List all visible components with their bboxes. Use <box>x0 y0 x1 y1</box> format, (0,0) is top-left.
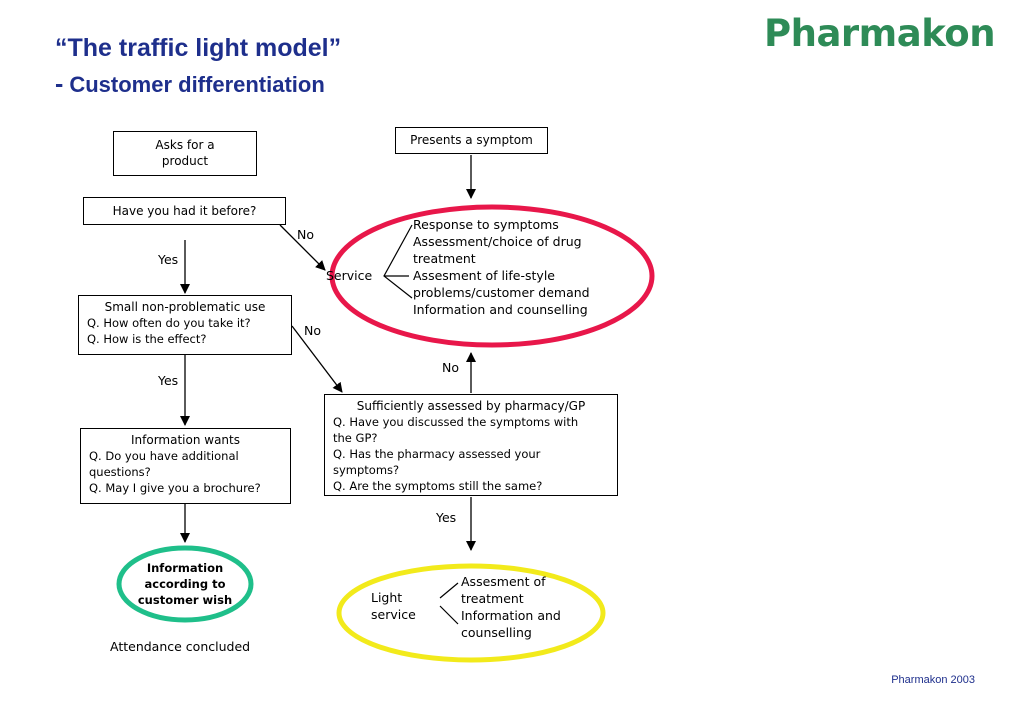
slide-title: “The traffic light model” <box>55 34 342 62</box>
no-label-1: No <box>297 227 314 242</box>
sufficient-heading: Sufficiently assessed by pharmacy/GP <box>356 399 586 413</box>
info-wants-question: Q. May I give you a brochure? <box>89 481 261 495</box>
yes-label-2: Yes <box>158 373 179 388</box>
subtitle-dash: - <box>55 70 64 98</box>
light-service-items: Assesment of treatment Information and c… <box>461 573 561 641</box>
yes-label-3: Yes <box>436 510 457 525</box>
service-item: problems/customer demand <box>413 285 590 300</box>
info-wants-question: questions? <box>89 465 151 479</box>
info-wants-question: Q. Do you have additional <box>89 449 239 463</box>
asks-for-product-box: Asks for a product <box>113 131 257 176</box>
light-service-label: Light service <box>371 589 416 623</box>
info-wants-heading: Information wants <box>130 433 240 447</box>
attendance-concluded-label: Attendance concluded <box>110 639 251 654</box>
service-item: Assesment of life-style <box>413 268 555 283</box>
asks-product-line2: product <box>161 154 209 168</box>
small-use-question: Q. How often do you take it? <box>87 316 251 330</box>
service-label: Service <box>326 268 373 283</box>
info-wants-box: Information wants Q. Do you have additio… <box>80 428 291 504</box>
no-label-2: No <box>304 323 321 338</box>
sufficient-question: Q. Are the symptoms still the same? <box>333 479 543 493</box>
green-outcome-text: Information according to customer wish <box>120 560 250 608</box>
subtitle-text: Customer differentiation <box>69 72 325 97</box>
no-label-3: No <box>442 360 459 375</box>
light-service-item: Information and <box>461 608 561 623</box>
presents-symptom-box: Presents a symptom <box>395 127 548 154</box>
sufficient-question: Q. Has the pharmacy assessed your <box>333 447 541 461</box>
had-it-before-box: Have you had it before? <box>83 197 286 225</box>
green-outcome-line: customer wish <box>137 593 233 607</box>
yellow-light-service-oval <box>336 563 606 663</box>
presents-symptom-label: Presents a symptom <box>410 133 533 147</box>
green-information-oval <box>116 545 254 623</box>
light-service-item: treatment <box>461 591 524 606</box>
sufficient-question: the GP? <box>333 431 378 445</box>
service-item: treatment <box>413 251 476 266</box>
green-outcome-line: Information <box>146 561 224 575</box>
footer-credit: Pharmakon 2003 <box>891 674 975 686</box>
service-item: Response to symptoms <box>413 217 559 232</box>
light-service-item: counselling <box>461 625 532 640</box>
light-service-line: Light <box>371 590 403 605</box>
had-before-label: Have you had it before? <box>112 204 257 218</box>
small-use-question: Q. How is the effect? <box>87 332 207 346</box>
arrow-had-before-no-to-service <box>279 224 326 271</box>
service-bracket <box>383 224 413 299</box>
red-service-oval <box>329 204 655 348</box>
sufficiently-assessed-box: Sufficiently assessed by pharmacy/GP Q. … <box>324 394 618 496</box>
pharmakon-logo: Pharmakon <box>764 12 996 55</box>
sufficient-question: symptoms? <box>333 463 400 477</box>
yes-label-1: Yes <box>158 252 179 267</box>
service-items-list: Response to symptoms Assessment/choice o… <box>413 216 590 318</box>
green-outcome-line: according to <box>144 577 226 591</box>
small-use-box: Small non-problematic use Q. How often d… <box>78 295 292 355</box>
small-use-heading: Small non-problematic use <box>104 300 266 314</box>
arrow-small-use-no-to-sufficient <box>291 325 343 393</box>
service-item: Information and counselling <box>413 302 588 317</box>
light-service-line: service <box>371 607 416 622</box>
light-service-bracket <box>439 582 459 625</box>
asks-product-line1: Asks for a <box>155 138 215 152</box>
sufficient-question: Q. Have you discussed the symptoms with <box>333 415 579 429</box>
light-service-item: Assesment of <box>461 574 546 589</box>
service-item: Assessment/choice of drug <box>413 234 582 249</box>
slide-subtitle: -Customer differentiation <box>55 70 325 99</box>
